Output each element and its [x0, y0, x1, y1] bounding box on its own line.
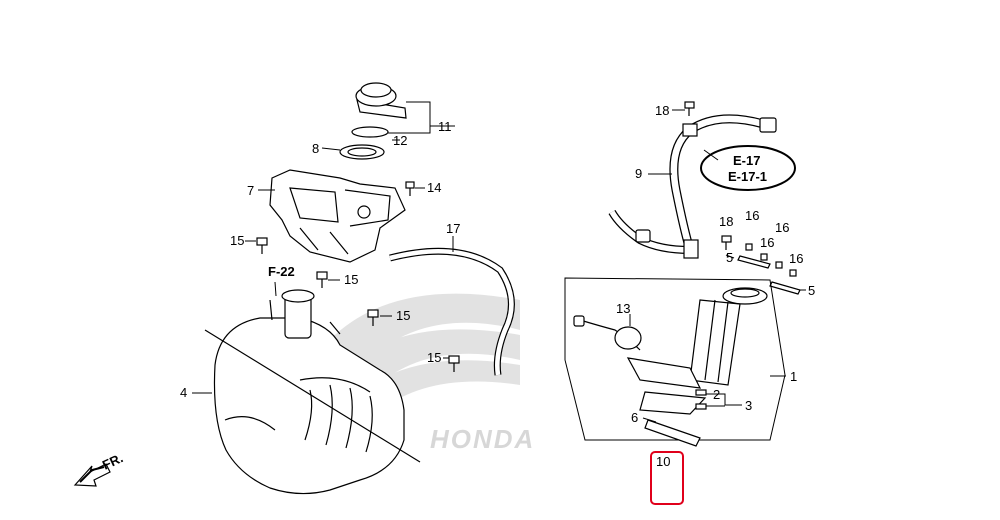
fuel-hose — [608, 114, 777, 259]
nut-16-d — [789, 269, 797, 277]
part-labels: 11 12 8 7 14 15 15 15 15 4 17 18 9 18 16… — [180, 103, 815, 469]
label-part-18-a: 18 — [655, 103, 669, 118]
tank-bracket-assembly — [269, 169, 406, 263]
label-part-11: 11 — [438, 119, 452, 134]
label-part-16-d: 16 — [789, 251, 803, 266]
label-part-8: 8 — [312, 141, 319, 156]
label-part-3: 3 — [745, 398, 752, 413]
label-part-13: 13 — [616, 301, 630, 316]
label-part-12: 12 — [393, 133, 407, 148]
honda-watermark-text: HONDA — [430, 424, 535, 454]
ref-f22: F-22 — [268, 264, 295, 279]
bolt-18-side — [721, 235, 732, 250]
set-plate-upper — [737, 255, 771, 269]
nut-16-b — [760, 253, 768, 261]
cap-seal-ring — [351, 126, 389, 138]
label-part-18-b: 18 — [719, 214, 733, 229]
label-part-4: 4 — [180, 385, 187, 400]
bolt-15-right — [367, 309, 379, 326]
fuel-pump-seal — [644, 419, 701, 447]
pump-gasket — [639, 391, 707, 415]
nut-16-c — [775, 261, 783, 269]
bolt-15-lower — [448, 355, 460, 372]
reference-ellipse — [700, 145, 796, 191]
label-part-15-c: 15 — [396, 308, 410, 323]
label-part-1: 1 — [790, 369, 797, 384]
direction-label: FR. — [100, 450, 125, 472]
nut-16-a — [745, 243, 753, 251]
label-part-7: 7 — [247, 183, 254, 198]
bolt-15-mid — [316, 271, 328, 288]
label-part-10: 10 — [656, 454, 670, 469]
ref-e17: E-17 — [733, 153, 760, 168]
ref-e17-1: E-17-1 — [728, 169, 767, 184]
label-part-14: 14 — [427, 180, 441, 195]
highlight-box-part-10 — [650, 451, 684, 505]
fuel-pump-assembly-box — [564, 277, 786, 441]
fuel-pump-unit — [626, 287, 768, 389]
label-part-2: 2 — [713, 387, 720, 402]
label-part-5-b: 5 — [808, 283, 815, 298]
bolt-15-upper — [256, 237, 268, 254]
packing-2b — [695, 403, 707, 410]
cap-gasket — [339, 144, 385, 160]
label-part-15-a: 15 — [230, 233, 244, 248]
fuel-level-sender — [573, 315, 642, 351]
label-part-15-b: 15 — [344, 272, 358, 287]
set-plate-lower — [769, 281, 801, 295]
label-part-9: 9 — [635, 166, 642, 181]
label-part-16-c: 16 — [760, 235, 774, 250]
label-part-15-d: 15 — [427, 350, 441, 365]
label-part-16-a: 16 — [745, 208, 759, 223]
bolt-14 — [405, 181, 415, 196]
front-direction-arrow: FR. — [73, 450, 125, 487]
packing-2a — [695, 389, 707, 396]
label-part-16-b: 16 — [775, 220, 789, 235]
label-part-6: 6 — [631, 410, 638, 425]
label-part-17: 17 — [446, 221, 460, 236]
label-part-5-a: 5 — [726, 250, 733, 265]
fuel-tank — [204, 289, 421, 495]
fuel-filler-cap — [355, 82, 407, 119]
bolt-18-top — [684, 101, 695, 116]
leader-lines — [192, 101, 806, 423]
